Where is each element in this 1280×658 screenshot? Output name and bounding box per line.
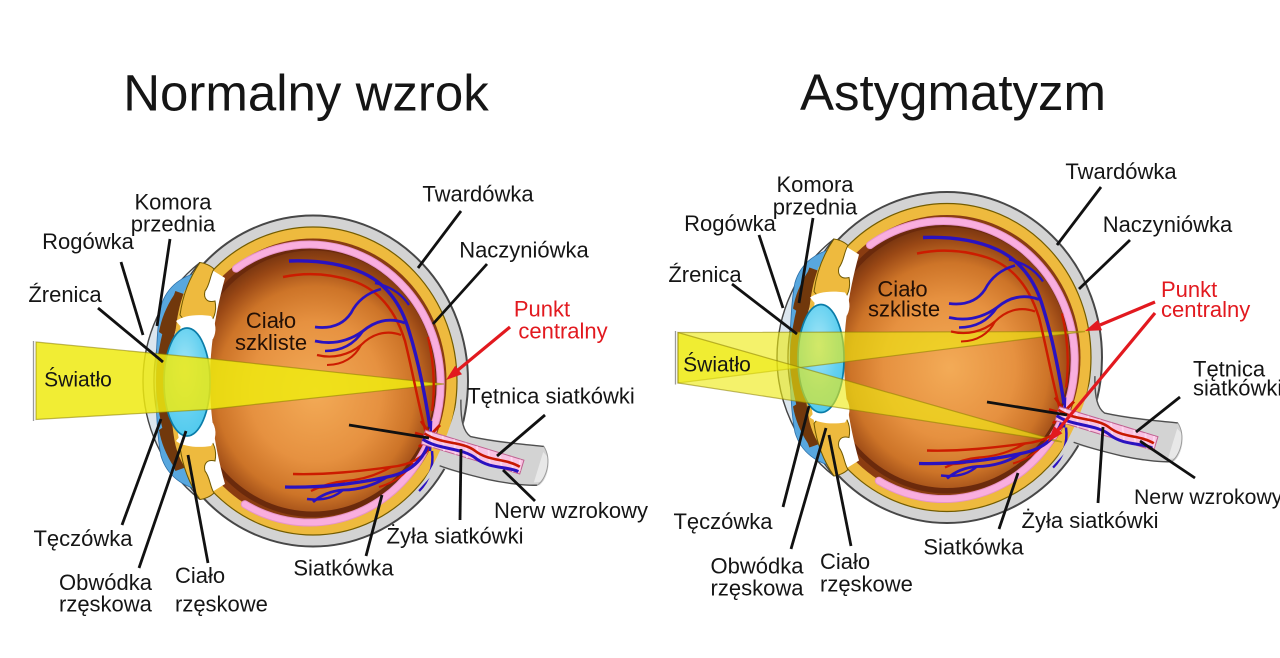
svg-text:rzęskowe: rzęskowe (820, 572, 913, 597)
svg-text:Twardówka: Twardówka (1065, 159, 1177, 184)
svg-text:Żyła siatkówki: Żyła siatkówki (387, 524, 524, 549)
svg-text:Nerw wzrokowy: Nerw wzrokowy (494, 498, 648, 523)
svg-text:centralny: centralny (518, 319, 607, 344)
svg-text:Światło: Światło (683, 353, 751, 377)
svg-text:Komora: Komora (776, 172, 854, 197)
svg-text:Siatkówka: Siatkówka (923, 535, 1024, 560)
svg-text:szkliste: szkliste (868, 297, 940, 322)
svg-text:rzęskowa: rzęskowa (711, 576, 805, 601)
svg-text:Tęczówka: Tęczówka (33, 526, 133, 551)
svg-text:Obwódka: Obwódka (711, 554, 805, 579)
svg-text:Astygmatyzm: Astygmatyzm (800, 64, 1106, 121)
svg-text:Tętnica: Tętnica (1193, 357, 1266, 382)
svg-text:szkliste: szkliste (235, 330, 307, 355)
svg-text:Światło: Światło (44, 368, 112, 392)
svg-text:Tętnica siatkówki: Tętnica siatkówki (467, 384, 635, 409)
svg-text:rzęskowe: rzęskowe (175, 592, 268, 617)
svg-text:Siatkówka: Siatkówka (293, 556, 394, 581)
svg-text:Rogówka: Rogówka (684, 211, 776, 236)
svg-text:Naczyniówka: Naczyniówka (459, 238, 589, 263)
svg-text:przednia: przednia (131, 212, 216, 237)
svg-text:centralny: centralny (1161, 297, 1250, 322)
svg-text:Normalny wzrok: Normalny wzrok (123, 65, 489, 122)
svg-text:Ciało: Ciało (877, 277, 927, 302)
svg-text:Rogówka: Rogówka (42, 229, 134, 254)
svg-text:Ciało: Ciało (820, 549, 870, 574)
svg-text:Nerw wzrokowy: Nerw wzrokowy (1134, 486, 1280, 509)
svg-text:przednia: przednia (773, 195, 858, 220)
svg-text:Naczyniówka: Naczyniówka (1103, 212, 1233, 237)
svg-text:Punkt: Punkt (1161, 277, 1217, 302)
svg-text:Źrenica: Źrenica (668, 262, 742, 287)
svg-text:Tęczówka: Tęczówka (673, 509, 773, 534)
svg-text:rzęskowa: rzęskowa (59, 592, 153, 617)
svg-text:Źrenica: Źrenica (28, 282, 102, 307)
svg-text:Punkt: Punkt (514, 297, 570, 322)
svg-text:Obwódka: Obwódka (59, 570, 153, 595)
svg-text:siatkówki: siatkówki (1193, 376, 1280, 401)
svg-text:Twardówka: Twardówka (422, 182, 534, 207)
svg-text:Ciało: Ciało (175, 563, 225, 588)
svg-text:Ciało: Ciało (246, 308, 296, 333)
svg-text:Żyła siatkówki: Żyła siatkówki (1022, 508, 1159, 533)
svg-text:Komora: Komora (134, 190, 212, 215)
